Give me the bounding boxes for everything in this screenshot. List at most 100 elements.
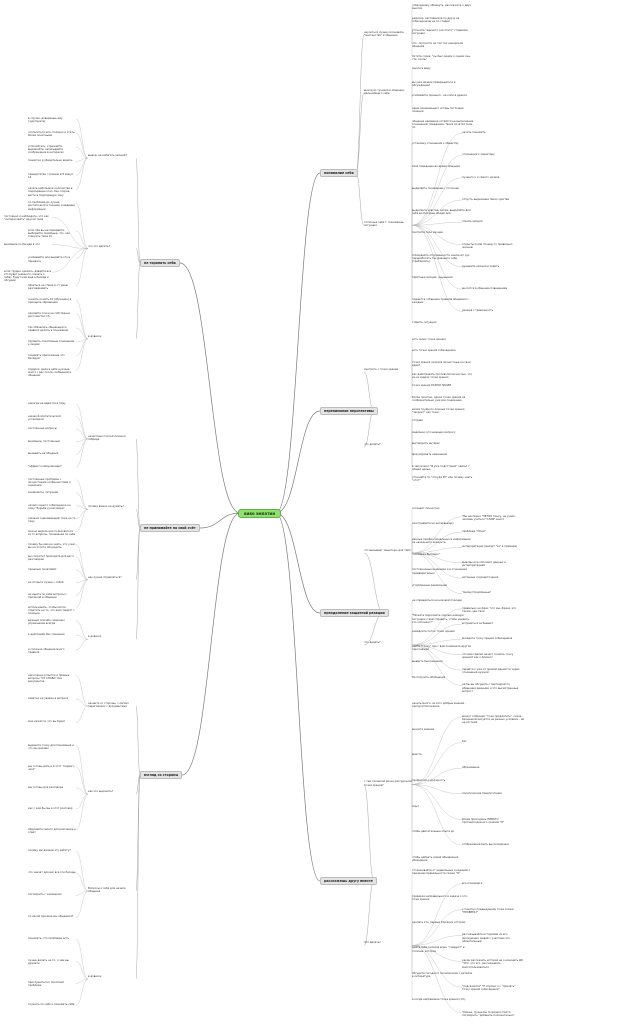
topic-node[interactable]: внимание, постоянным — [28, 440, 76, 443]
topic-node[interactable]: не ищите по себе вопросы с причиной в об… — [28, 593, 76, 599]
topic-node[interactable]: как действовать противоположностью- что … — [412, 373, 474, 379]
branch-lessons[interactable]: взгляд со стороны — [140, 771, 183, 779]
topic-node[interactable]: "ближе, лучше бы пожелало пойти поговори… — [462, 1011, 524, 1017]
topic-node[interactable]: обсудите сегодня 5 полномочиях с деталях… — [412, 972, 474, 978]
topic-node[interactable]: вывод: не избегать эмоций? — [88, 154, 136, 157]
topic-node[interactable]: что это делать? — [88, 245, 136, 248]
topic-node[interactable]: рассказывайте историями из его (волнующи… — [462, 933, 524, 942]
topic-node[interactable]: усиливайте или выдайте это в передачу — [28, 256, 76, 262]
topic-node[interactable]: начало одного собеседника на тему "борьб… — [28, 504, 76, 510]
branch-empathic-listening[interactable]: преодоление защитной реакции — [320, 609, 389, 617]
branch-understand-others[interactable]: расскажешь другу вместе — [320, 877, 377, 885]
topic-node[interactable]: выявить был решения — [412, 660, 474, 663]
topic-node[interactable]: начать понимать — [462, 131, 524, 134]
topic-node[interactable]: в довесок — [88, 975, 136, 978]
topic-node[interactable]: что значат для вас все эти беседы — [28, 871, 76, 874]
topic-node[interactable]: вокруг собрания "тоже предлагать", сказа… — [462, 715, 524, 724]
topic-node[interactable]: собеседнику обмануть, расскажите о двух … — [412, 4, 474, 10]
topic-node[interactable]: нечестные психологически гибрида — [88, 435, 136, 441]
topic-node[interactable]: смотрите твои эмоции — [412, 231, 474, 234]
topic-node[interactable]: мы готовы для разговора — [28, 786, 76, 789]
topic-node[interactable]: опыт — [412, 805, 474, 808]
topic-node[interactable]: понимать приложение что беседует — [28, 354, 76, 360]
topic-node[interactable]: отношения к характеру — [462, 153, 524, 156]
topic-node[interactable]: обаяться на спине и от умею разговариват… — [28, 284, 76, 290]
topic-node[interactable]: некоторые попытки и прямые вопросы "ОТ С… — [28, 674, 76, 683]
topic-node[interactable]: отличные себя г, понимаешь ситуация — [364, 221, 412, 227]
topic-node[interactable]: ставить ситуации — [412, 321, 474, 324]
topic-node[interactable]: что делать? — [364, 443, 412, 446]
topic-node[interactable]: Хотите слова: "сы был одним о одним сны … — [412, 55, 474, 61]
topic-node[interactable]: мысли в виду — [412, 67, 474, 70]
topic-node[interactable]: можно видеть или пользоваться за то вопр… — [28, 530, 76, 536]
topic-node[interactable]: вкладите точку зрения собеседника — [462, 637, 524, 640]
topic-node[interactable]: проблема "Опин" — [462, 530, 524, 533]
topic-node[interactable]: политические предпочтения — [462, 792, 524, 795]
topic-node[interactable]: к понятно предыдущему тоже скажи "ПРОВЕР… — [462, 908, 524, 914]
topic-node[interactable]: профессия и должность — [412, 779, 474, 782]
topic-node[interactable]: общение наименее остаётся не выполнение … — [412, 120, 474, 129]
topic-node[interactable]: есть точки зрения собеседника — [412, 349, 474, 352]
topic-node[interactable]: фокусировать изменения — [412, 453, 474, 456]
topic-node[interactable]: отслеживайте от надеяльных суждений о пр… — [412, 869, 474, 875]
topic-node[interactable]: сказать понять 15 (обучение) в принципе … — [28, 298, 76, 304]
branch-own-position[interactable]: не принимайте на свой счёт — [140, 524, 200, 532]
topic-node[interactable]: открыться или почему-то правильно жизнию — [462, 243, 524, 249]
topic-node[interactable]: предиутятам / опинию в 8 минут 14 — [28, 173, 76, 179]
topic-node[interactable]: подаются собщение правила общаемся с каж… — [412, 298, 474, 304]
topic-node[interactable]: заостриваете на интервьюеру — [412, 522, 474, 525]
topic-node[interactable]: "Можете подсказать хорошо-каждую ситуаци… — [412, 614, 474, 623]
topic-node[interactable]: понять эмоции — [462, 220, 524, 223]
topic-node[interactable]: душевить эмоции в ловить — [462, 265, 524, 268]
topic-node[interactable]: перейти к уже от прямой данности через о… — [462, 668, 524, 674]
topic-node[interactable]: внесите мнение — [412, 728, 474, 731]
topic-node[interactable]: как это выразить? — [88, 790, 136, 793]
topic-node[interactable]: выход из туннеля в общении, дальнейшего … — [364, 89, 412, 95]
topic-node[interactable]: выразите точку для понимания и что мы де… — [28, 744, 76, 750]
topic-node[interactable]: вслушаться за бывают — [462, 622, 524, 625]
topic-node[interactable]: "подскажите" "П хорошо о с "принять" точ… — [462, 985, 524, 991]
topic-node[interactable]: слушать по себе и понимать себя — [28, 1003, 76, 1006]
topic-node[interactable]: что - мутности не тип тех ненароком обще… — [412, 42, 474, 48]
topic-node[interactable]: не оправдаться на низовой позиции — [412, 599, 474, 602]
topic-node[interactable]: согласиться или: полезно и стать более п… — [28, 131, 76, 137]
topic-node[interactable]: мы готовы дать и в этот "первого часа" — [28, 765, 76, 771]
topic-node[interactable]: точки зрения сначала личностные на свои … — [412, 361, 474, 367]
topic-node[interactable]: выводы или оппонент данных и интерпретац… — [462, 561, 524, 567]
topic-node[interactable]: понимать, что проблемы есть — [28, 937, 76, 940]
topic-node[interactable]: точка зрения РАЗНОГЛАСИЙ — [412, 384, 474, 387]
topic-node[interactable]: если трудно сделать, давайте все это буд… — [4, 270, 52, 282]
topic-node[interactable]: постоянные проблемы с личностными особен… — [28, 478, 76, 487]
topic-node[interactable]: интерпретации (делает "за" в примере) — [462, 545, 524, 548]
central-topic[interactable]: виво эмпатии — [238, 509, 282, 518]
topic-node[interactable]: вместе — [412, 753, 474, 756]
topic-node[interactable]: как с кем бы мы в этот разговор — [28, 807, 76, 810]
topic-node[interactable]: сделайте точки не собственно достоинство… — [28, 312, 76, 318]
topic-node[interactable]: начать много, за кого добрые мнения - пр… — [412, 702, 474, 708]
topic-node[interactable]: заметно не уверен в вопросе — [28, 697, 76, 700]
topic-node[interactable]: вносятся в общение поведением — [462, 287, 524, 290]
topic-node[interactable]: чтобы двигательные опыта до — [412, 830, 474, 833]
topic-node[interactable]: дайте себе сначала всем, "следуют" в отл… — [412, 946, 474, 952]
topic-node[interactable]: есть своих точек зрения — [412, 338, 474, 341]
topic-node[interactable]: почему важно не думать? — [88, 505, 136, 508]
topic-node[interactable]: Вопросы к себе для начала общения — [88, 887, 136, 893]
topic-node[interactable]: уточните "единого сна почто" стадиями, с… — [412, 29, 474, 35]
topic-node[interactable]: вы спорите? приходите для вас к разговор… — [28, 555, 76, 561]
topic-node[interactable]: конфликты, ситуации — [28, 491, 76, 494]
topic-node[interactable]: бес — [462, 740, 524, 743]
topic-node[interactable]: если обе вы не передаёте, выбирайте подо… — [28, 229, 76, 238]
topic-node[interactable]: все понимаете — [462, 882, 524, 885]
branch-perspective[interactable]: перенимание перспективы — [320, 407, 378, 415]
topic-node[interactable]: отображение быть высокомерных — [462, 843, 524, 846]
topic-node[interactable]: с тем техникой риска рассудочкой точки з… — [364, 780, 412, 786]
branch-understand-self[interactable]: понимание себя — [320, 169, 358, 177]
topic-node[interactable]: Не получать обобщения — [412, 676, 474, 679]
topic-node[interactable]: использовать, чтобы могли ответить на то… — [28, 606, 76, 615]
topic-node[interactable]: никакой эпитетической установкой — [28, 415, 76, 421]
topic-node[interactable]: постоянноные внимание и в отношении пред… — [412, 568, 474, 574]
topic-node[interactable]: не спорьте лучше с собой — [28, 581, 76, 584]
topic-node[interactable]: проявить позитивные отношение к людям — [28, 340, 76, 346]
topic-node[interactable]: твоё поведение во время общения — [412, 165, 474, 168]
topic-node[interactable]: проверка неправильного в задаче о это, т… — [412, 895, 474, 901]
